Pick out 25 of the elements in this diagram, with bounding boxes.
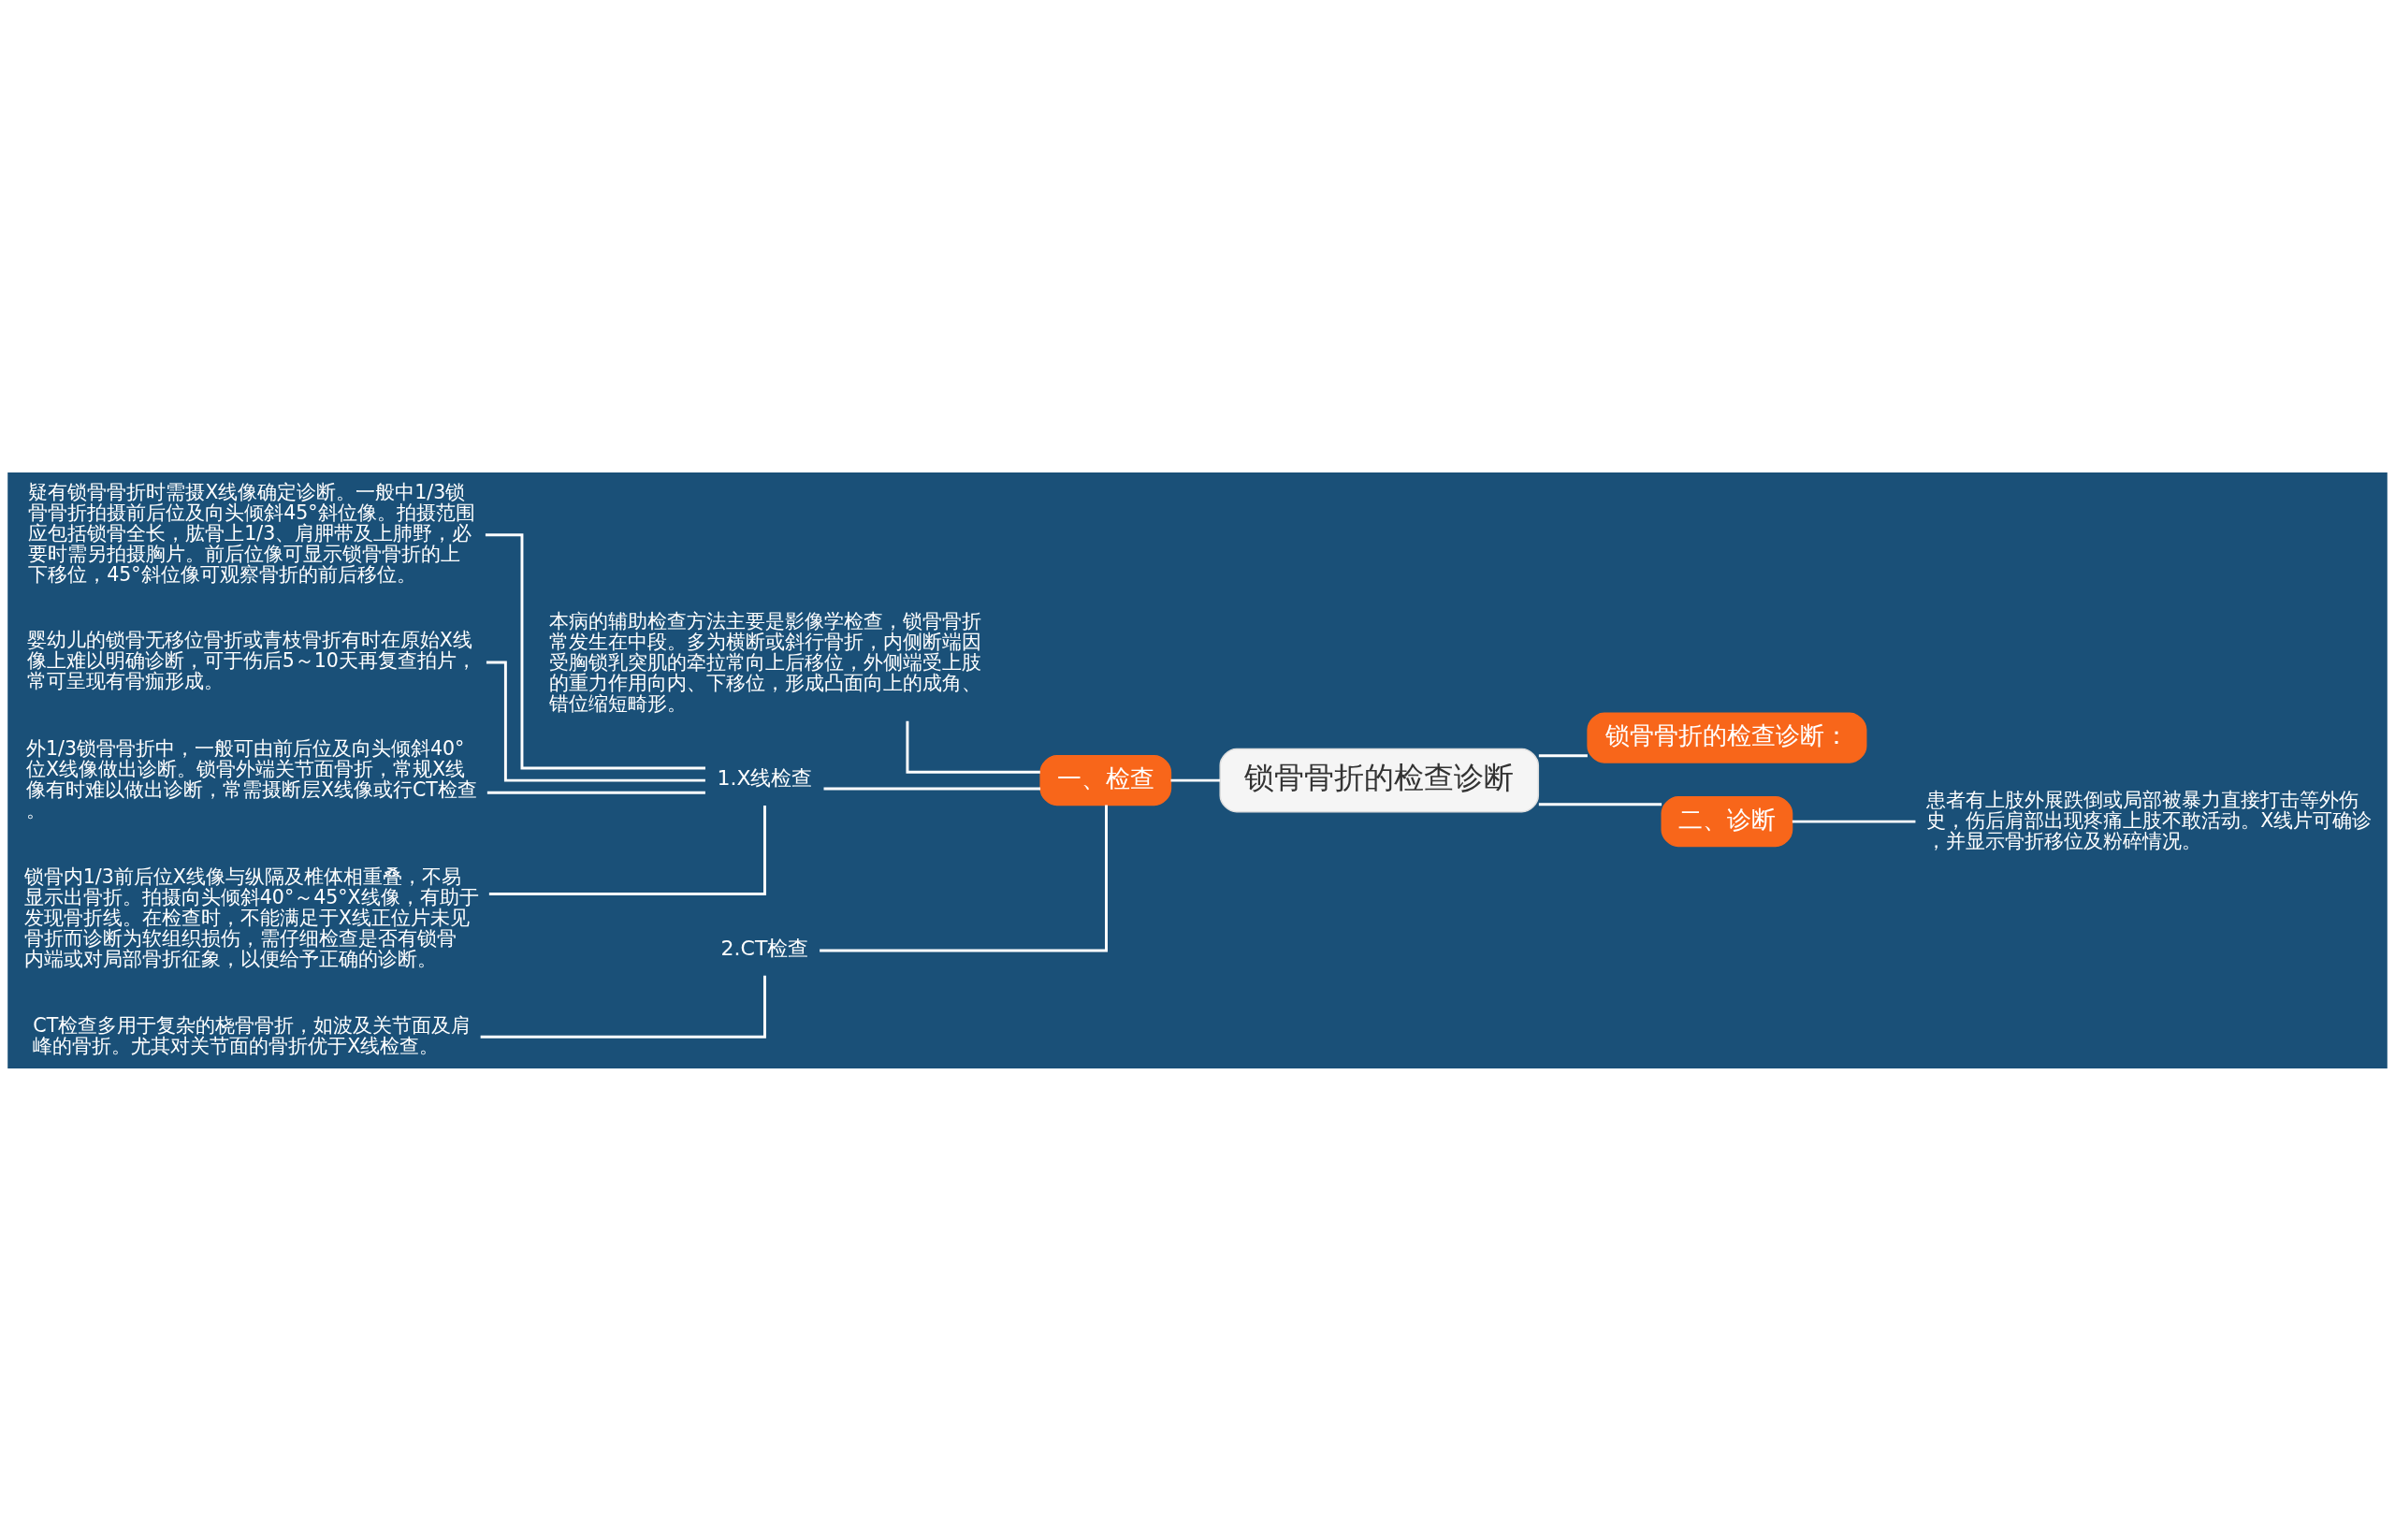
connector xyxy=(488,805,766,895)
connector xyxy=(1792,820,1916,823)
node-text: CT检查多用于复杂的桡骨骨折，如波及关节面及肩峰的骨折。尤其对关节面的骨折优于X线检查。 xyxy=(33,1013,472,1057)
node-text: 本病的辅助检查方法主要是影像学检查，锁骨骨折常发生在中段。多为横断或斜行骨折，内侧断端因受胸锁乳突肌的牵拉常向上后移位，外侧端受上肢的重力作用向内、下移位，形成凸面向上的成角、错位缩短畸形。 xyxy=(549,609,982,715)
connector xyxy=(906,720,1040,774)
connector xyxy=(480,975,766,1039)
node-text: 1.X线检查 xyxy=(717,765,813,790)
node-box: 锁骨骨折的检查诊断： xyxy=(1587,712,1867,763)
connector xyxy=(486,791,705,794)
node-text: 外1/3锁骨骨折中，一般可由前后位及向头倾斜40°位X线像做出诊断。锁骨外端关节面骨折，常规X线像有时难以做出诊断，常需摄断层X线像或行CT检查。 xyxy=(25,736,477,821)
connector xyxy=(1538,753,1588,757)
connector xyxy=(486,661,705,782)
node-text: 疑有锁骨骨折时需摄X线像确定诊断。一般中1/3锁骨骨折拍摄前后位及向头倾斜45°斜位像。拍摄范围应包括锁骨全长，肱骨上1/3、肩胛带及上肺野，必要时需另拍摄胸片。前后位像可显示锁骨骨折的上下移位，45°斜位像可观察骨折的前后移位。 xyxy=(28,480,475,586)
node-box: 一、检查 xyxy=(1039,754,1172,806)
node-text: 2.CT检查 xyxy=(720,936,809,960)
node-box: 二、诊断 xyxy=(1661,795,1793,847)
node-text: 锁骨内1/3前后位X线像与纵隔及椎体相重叠，不易显示出骨折。拍摄向头倾斜40°～45°X线像，有助于发现骨折线。在检查时，不能满足于X线正位片未见骨折而诊断为软组织损伤，需仔细检查是否有锁骨内端或对局部骨折征象，以便给予正确的诊断。 xyxy=(23,864,479,970)
node-box: 锁骨骨折的检查诊断 xyxy=(1219,748,1540,813)
connector xyxy=(823,786,1041,790)
connector xyxy=(485,532,705,769)
connector xyxy=(1538,802,1662,806)
connector xyxy=(820,805,1108,952)
node-text: 婴幼儿的锁骨无移位骨折或青枝骨折有时在原始X线像上难以明确诊断，可于伤后5～10天再复查拍片，常可呈现有骨痂形成。 xyxy=(26,628,476,692)
connector xyxy=(1170,778,1221,782)
node-text: 患者有上肢外展跌倒或局部被暴力直接打击等外伤史，伤后肩部出现疼痛上肢不敢活动。X线片可确诊，并显示骨折移位及粉碎情况。 xyxy=(1926,788,2373,852)
